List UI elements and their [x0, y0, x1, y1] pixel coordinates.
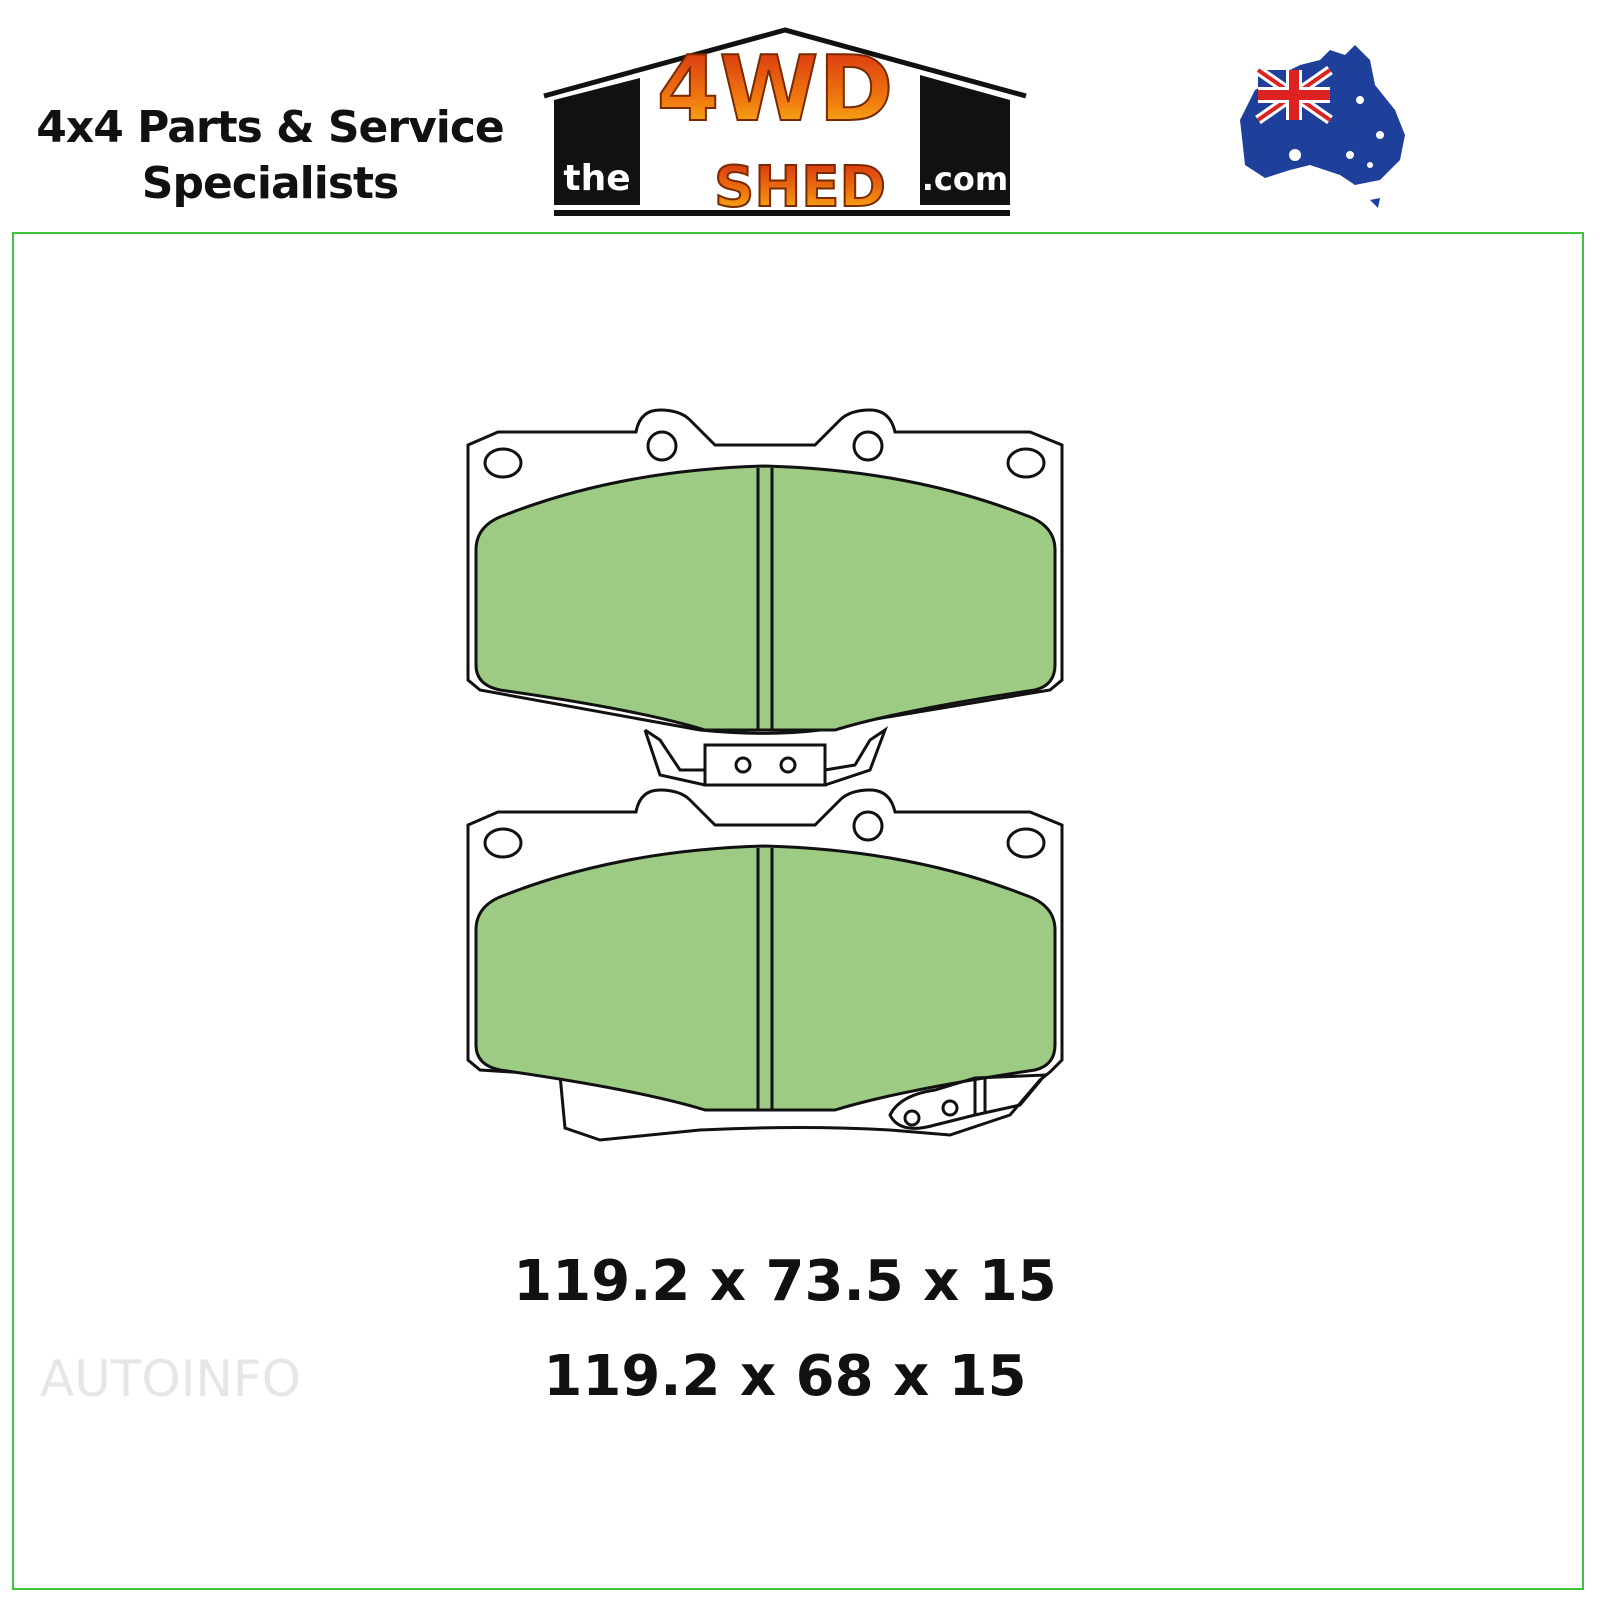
top-pad-backing-plate — [466, 408, 1064, 735]
logo-prefix: the — [563, 158, 630, 199]
logo-main-bottom: SHED — [714, 155, 886, 220]
australia-flag-map-icon — [1240, 45, 1405, 208]
bottom-pad-friction — [474, 844, 1057, 1112]
tagline-line-1: 4x4 Parts & Service — [36, 102, 505, 153]
product-frame — [12, 232, 1584, 1590]
top-pad-friction — [474, 464, 1057, 732]
logo-suffix: .com — [922, 160, 1008, 198]
tagline-line-2: Specialists — [141, 158, 399, 209]
dimension-outer-pad: 119.2 x 68 x 15 — [543, 1344, 1027, 1409]
watermark: AUTOINFO — [40, 1350, 301, 1408]
bottom-pad-backing-plate — [466, 788, 1064, 1142]
wear-indicator-clip — [643, 726, 889, 787]
dimension-inner-pad: 119.2 x 73.5 x 15 — [513, 1249, 1057, 1314]
tagline: 4x4 Parts & Service Specialists — [20, 100, 520, 212]
logo-main-top: 4WD — [657, 37, 894, 142]
the-4wd-shed-logo[interactable]: the .com 4WD SHED — [540, 20, 1030, 220]
